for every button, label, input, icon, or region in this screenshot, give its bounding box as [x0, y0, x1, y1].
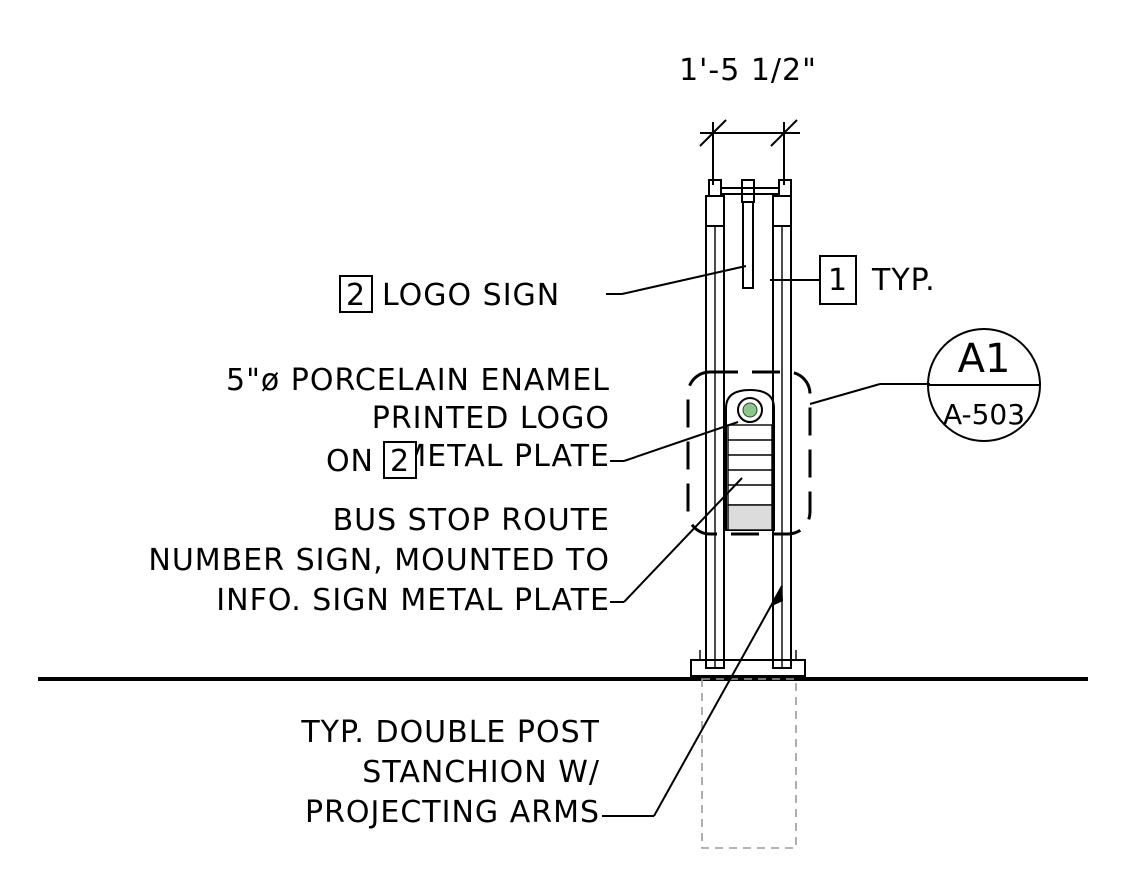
stanchion-line-3: PROJECTING ARMS — [305, 795, 600, 830]
foundation — [701, 678, 797, 849]
callout-tag-box — [819, 255, 857, 305]
route-sign-line-2: NUMBER SIGN, MOUNTED TO — [148, 543, 610, 578]
callout-route-sign: BUS STOP ROUTE NUMBER SIGN, MOUNTED TO I… — [148, 477, 743, 618]
callout-tag-box — [339, 275, 373, 313]
enamel-logo-line-2: PRINTED LOGO — [372, 401, 610, 436]
enamel-logo-line-3-suffix: METAL PLATE — [400, 439, 610, 474]
stanchion-line-2: STANCHION W/ — [362, 755, 600, 790]
tag-typical: 1 — [828, 263, 848, 298]
callout-stanchion: TYP. DOUBLE POST STANCHION W/ PROJECTING… — [300, 585, 783, 830]
enamel-logo-line-1: 5"ø PORCELAIN ENAMEL — [226, 363, 610, 398]
dimension-text: 1'-5 1/2" — [679, 53, 817, 88]
stanchion-line-1: TYP. DOUBLE POST — [300, 715, 600, 750]
detail-boundary — [686, 370, 812, 536]
stanchion — [690, 179, 806, 677]
callout-enamel-logo: 5"ø PORCELAIN ENAMEL PRINTED LOGO METAL … — [226, 363, 739, 479]
detail-sheet: A-503 — [943, 398, 1025, 431]
detail-reference-bubble: A1 A-503 — [809, 328, 1041, 442]
info-sign-plate — [725, 388, 775, 531]
callout-tag-box — [383, 441, 417, 479]
route-sign-line-1: BUS STOP ROUTE — [333, 503, 610, 538]
callout-logo-sign: 2 LOGO SIGN — [339, 265, 747, 313]
width-dimension: 1'-5 1/2" — [679, 53, 817, 185]
text-logo-sign: LOGO SIGN — [382, 278, 560, 313]
detail-number: A1 — [958, 336, 1011, 382]
text-typical: TYP. — [871, 263, 936, 298]
tag-logo-sign: 2 — [346, 278, 366, 313]
route-sign-line-3: INFO. SIGN METAL PLATE — [216, 583, 610, 618]
enamel-logo-tag: 2 — [390, 444, 410, 479]
callout-typical: 1 TYP. — [770, 255, 936, 305]
enamel-logo-line-3-prefix: ON — [326, 444, 374, 479]
